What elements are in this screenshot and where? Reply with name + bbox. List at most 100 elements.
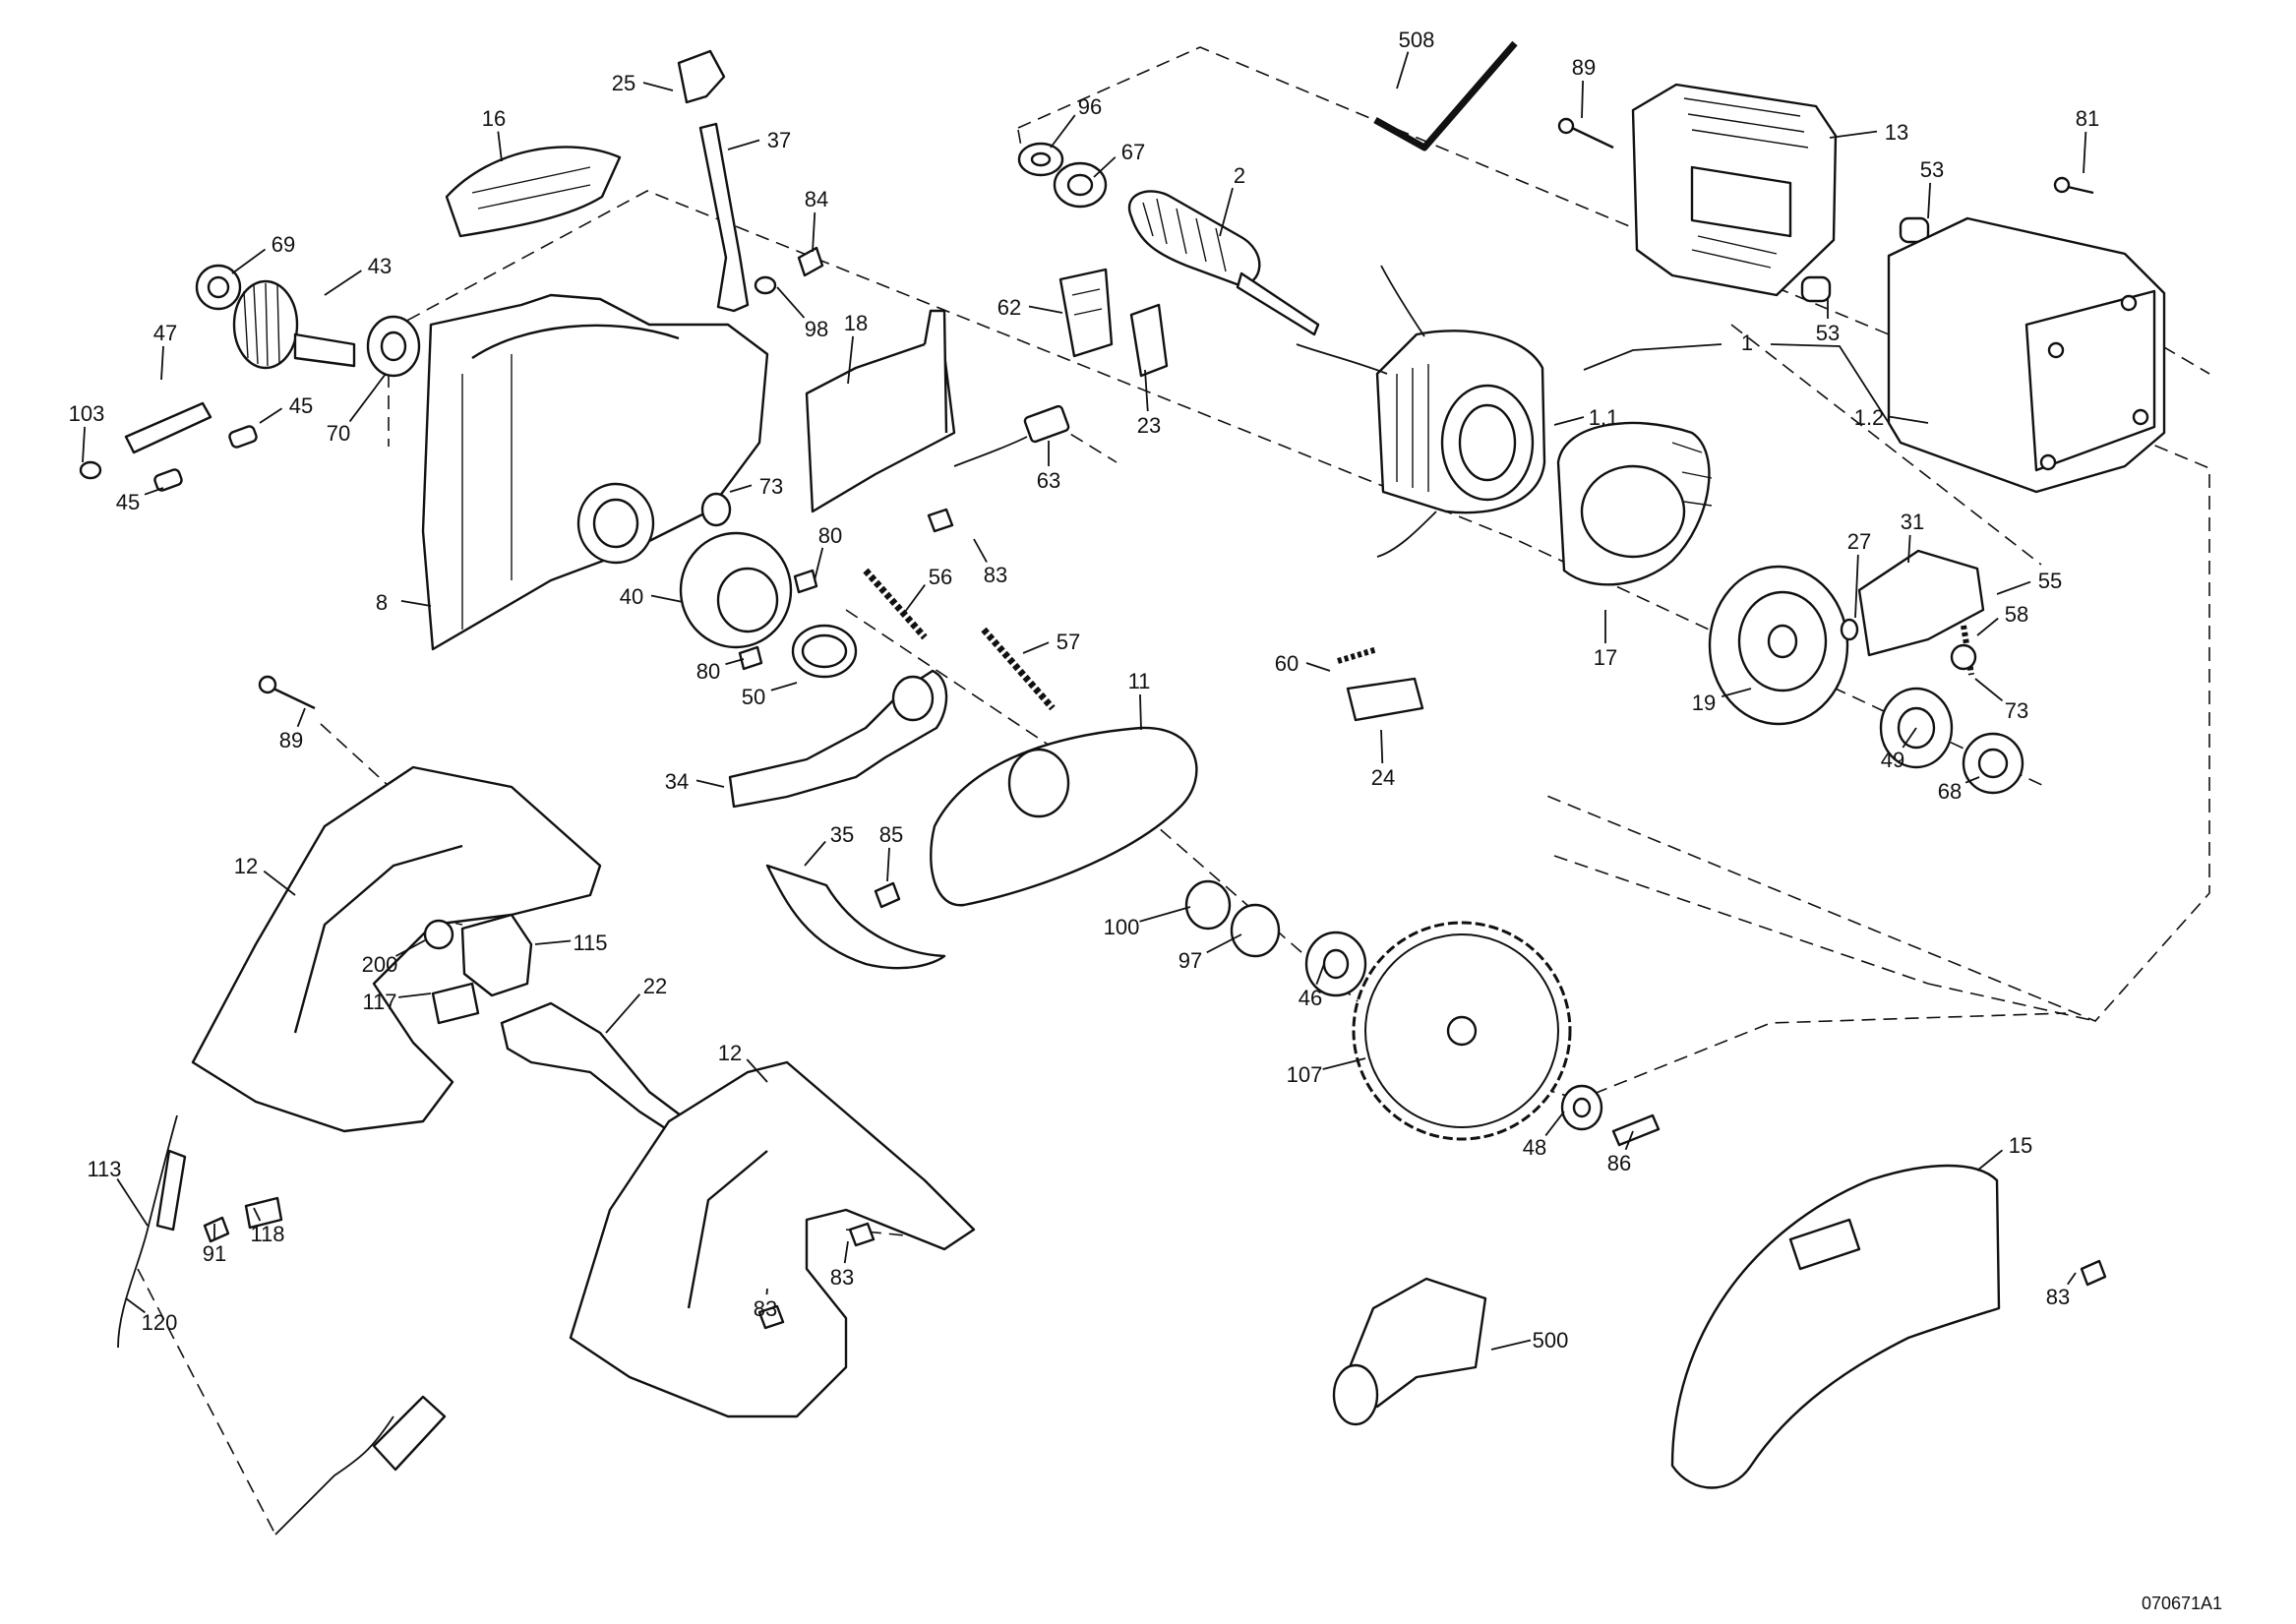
leader-c16 bbox=[497, 131, 503, 162]
leader-c57 bbox=[1022, 641, 1050, 654]
leader-c86 bbox=[1624, 1130, 1634, 1151]
leader-c83b bbox=[843, 1240, 849, 1264]
part-washer-96 bbox=[1017, 142, 1064, 177]
leader-c25 bbox=[642, 82, 674, 91]
part-switch-115 bbox=[460, 913, 533, 997]
part-lever-34 bbox=[728, 669, 948, 809]
part-bush-200 bbox=[423, 919, 454, 950]
part-screw-84 bbox=[797, 246, 824, 277]
part-spring-57 bbox=[981, 627, 1056, 711]
leader-c15 bbox=[1976, 1149, 2004, 1172]
callout-c24: 24 bbox=[1371, 765, 1395, 790]
part-screw-81 bbox=[2053, 176, 2094, 195]
part-handle-half-12-right bbox=[569, 1060, 976, 1418]
callout-c22: 22 bbox=[643, 974, 667, 998]
leader-c50 bbox=[770, 682, 798, 692]
part-washer-27 bbox=[1840, 618, 1859, 641]
leader-c13 bbox=[1829, 130, 1878, 139]
part-spring-clip-23 bbox=[1129, 303, 1169, 378]
callout-c11b: 1.1 bbox=[1589, 405, 1619, 430]
part-brush-24 bbox=[1346, 677, 1424, 722]
callout-c67: 67 bbox=[1121, 140, 1145, 164]
leader-c70 bbox=[348, 373, 387, 423]
part-bearing-67 bbox=[1053, 161, 1108, 209]
part-spring-56 bbox=[863, 568, 928, 640]
leader-c12a bbox=[263, 870, 296, 896]
part-pin-45-a bbox=[228, 425, 258, 449]
leader-c67 bbox=[1093, 156, 1117, 178]
leader-c12b bbox=[1888, 415, 1929, 424]
part-spring-plate-35 bbox=[765, 864, 946, 970]
part-screw-89-top bbox=[1557, 117, 1614, 150]
callout-c118: 118 bbox=[250, 1222, 284, 1246]
part-screw-83-handle-b bbox=[757, 1304, 785, 1330]
part-brush-holder-62 bbox=[1058, 268, 1114, 358]
callout-c43: 43 bbox=[368, 254, 392, 278]
leader-c46 bbox=[1315, 963, 1325, 986]
part-bolt-86 bbox=[1611, 1113, 1661, 1147]
callout-c56: 56 bbox=[929, 565, 952, 589]
callout-c508: 508 bbox=[1399, 28, 1435, 52]
part-screw-83-right bbox=[2080, 1259, 2107, 1287]
callout-c47: 47 bbox=[153, 321, 177, 345]
leader-c81 bbox=[2083, 131, 2087, 174]
callout-c34: 34 bbox=[665, 769, 689, 794]
callout-c46: 46 bbox=[1299, 986, 1322, 1010]
part-handle-half-12-left bbox=[191, 765, 602, 1133]
callout-c81: 81 bbox=[2076, 106, 2099, 131]
part-bearing-68 bbox=[1962, 732, 2024, 795]
leader-c24 bbox=[1380, 729, 1384, 764]
leader-c200 bbox=[394, 939, 426, 957]
callout-c97: 97 bbox=[1178, 948, 1202, 973]
callout-c68: 68 bbox=[1938, 779, 1962, 804]
leader-c96 bbox=[1050, 114, 1076, 149]
callout-c63: 63 bbox=[1037, 468, 1060, 493]
leader-c89a bbox=[1581, 80, 1584, 119]
leader-c60 bbox=[1305, 662, 1331, 672]
leader-c47 bbox=[160, 345, 164, 381]
leader-c35 bbox=[804, 840, 826, 867]
part-ring-73-right bbox=[1950, 643, 1977, 671]
callout-c45a: 45 bbox=[289, 393, 313, 418]
part-ring-50 bbox=[791, 624, 858, 679]
callout-c117: 117 bbox=[362, 990, 396, 1014]
leader-c11b bbox=[1553, 416, 1585, 426]
part-saw-blade-107 bbox=[1352, 921, 1572, 1141]
leader-c98 bbox=[776, 286, 806, 319]
part-armature-2 bbox=[1127, 190, 1320, 336]
callout-c83c: 83 bbox=[754, 1296, 777, 1321]
leader-c37 bbox=[727, 139, 760, 150]
leader-c113 bbox=[116, 1178, 149, 1227]
callout-c83a: 83 bbox=[984, 563, 1007, 587]
callout-c73b: 73 bbox=[2005, 698, 2028, 723]
leader-c31 bbox=[1907, 534, 1911, 564]
callout-c37: 37 bbox=[767, 128, 791, 152]
callout-c19: 19 bbox=[1692, 691, 1716, 715]
callout-c27: 27 bbox=[1847, 529, 1871, 554]
leader-c22 bbox=[605, 993, 641, 1034]
callout-c89a: 89 bbox=[1572, 55, 1596, 80]
leader-c11 bbox=[1139, 693, 1142, 731]
callout-c98: 98 bbox=[805, 317, 828, 341]
leader-c89b bbox=[296, 707, 306, 728]
part-gear-shaft-43 bbox=[232, 279, 356, 370]
callout-c115: 115 bbox=[573, 931, 607, 955]
leader-c1-right bbox=[1770, 343, 1890, 424]
leader-c45a bbox=[259, 407, 283, 424]
leader-c97 bbox=[1206, 933, 1242, 954]
leader-c8 bbox=[400, 599, 432, 607]
leader-c12c bbox=[746, 1058, 768, 1083]
callout-c15: 15 bbox=[2009, 1133, 2032, 1158]
part-washer-48 bbox=[1560, 1084, 1603, 1131]
part-bracket-18 bbox=[805, 309, 956, 513]
part-ring-103 bbox=[79, 460, 102, 480]
leader-c19 bbox=[1721, 688, 1752, 698]
callout-c70: 70 bbox=[327, 421, 350, 446]
part-spring-60 bbox=[1337, 646, 1378, 664]
callout-c13: 13 bbox=[1885, 120, 1908, 145]
callout-c85: 85 bbox=[879, 822, 903, 847]
part-lower-guard-11 bbox=[930, 726, 1198, 907]
part-screw-80-bottom bbox=[738, 645, 763, 671]
part-guard-16 bbox=[445, 146, 622, 238]
leader-c84 bbox=[812, 211, 816, 253]
